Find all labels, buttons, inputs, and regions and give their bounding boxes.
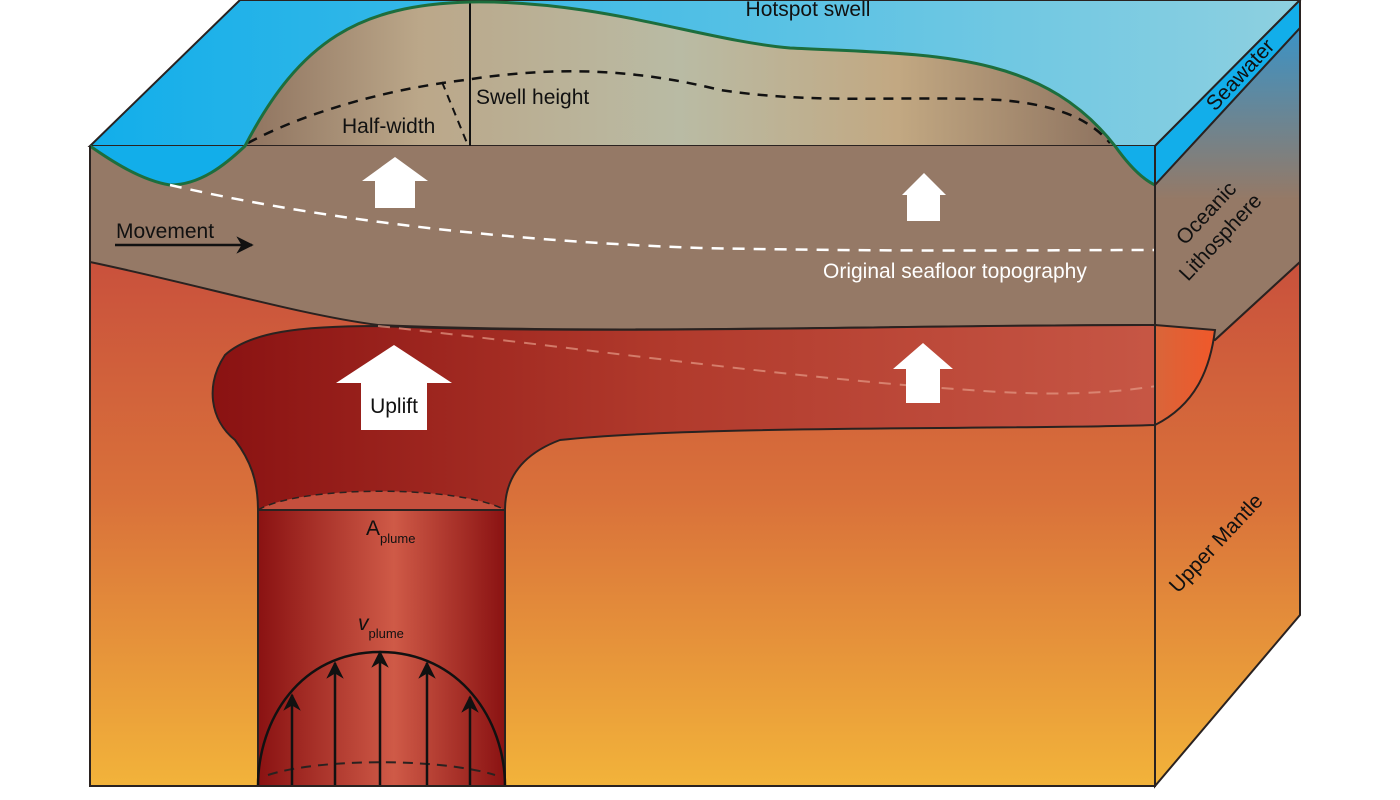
uplift-arrow-head-right [893, 343, 953, 403]
half-width-dashed [441, 81, 468, 144]
a-plume-subscript: plume [380, 531, 415, 546]
velocity-arrows [283, 650, 479, 786]
a-plume-main: A [366, 517, 380, 540]
plume-tail-side [1154, 323, 1217, 427]
a-plume-label: Aplume [366, 517, 415, 546]
plume-head-old-seafloor-dashed [377, 325, 1191, 395]
v-plume-subscript: plume [369, 626, 404, 641]
lithosphere-front [90, 146, 1155, 331]
uplift-label: Uplift [370, 395, 418, 418]
plume-head [211, 323, 1220, 511]
hotspot-swell-label: Hotspot swell [746, 0, 871, 21]
swell-contour-dashed [247, 70, 1111, 145]
movement-label: Movement [116, 220, 214, 243]
plume-base-dashed [267, 761, 496, 776]
swell-outline [89, 0, 1156, 187]
half-width-label: Half-width [342, 115, 435, 138]
hotspot-swell-surface [245, 1, 1115, 147]
v-plume-main: v [358, 612, 370, 635]
uplift-arrow-lithosphere-left [362, 157, 428, 208]
plume-stem [257, 509, 506, 787]
swell-height-label: Swell height [476, 86, 589, 109]
v-plume-label: vplume [358, 612, 404, 641]
original-seafloor-label: Original seafloor topography [823, 260, 1087, 283]
uplift-arrow-main [336, 345, 452, 430]
box-outline [89, 146, 1156, 787]
plume-stem-top-ellipse [257, 490, 506, 511]
seawater-front-right [1115, 146, 1155, 185]
uplift-arrow-lithosphere-right [902, 173, 946, 221]
original-seafloor-dashed [169, 183, 1156, 252]
